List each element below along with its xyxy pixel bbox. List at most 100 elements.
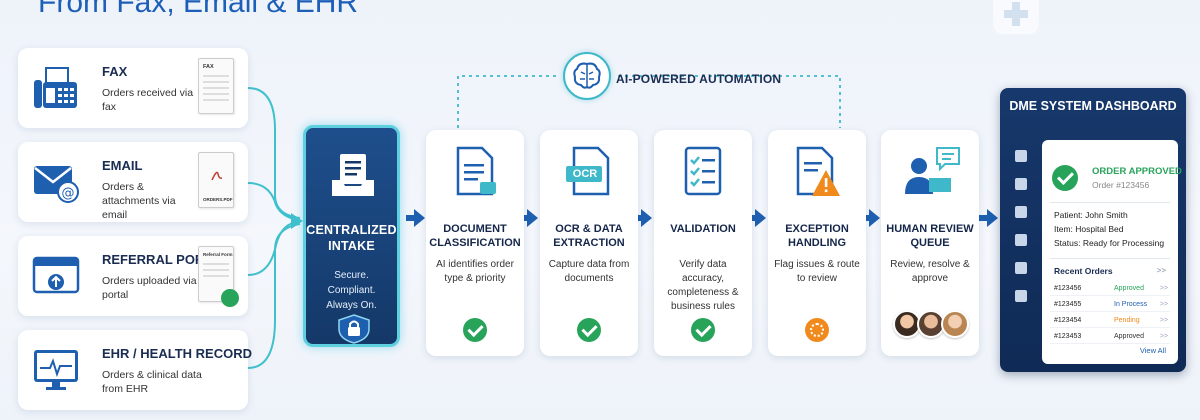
order-number: Order #123456: [1092, 180, 1150, 190]
check-icon: [577, 318, 601, 342]
document-thumbnail: FAX: [198, 58, 234, 114]
ai-brain-icon: [563, 52, 611, 100]
step-exception-handling: EXCEPTION HANDLING Flag issues & route t…: [768, 130, 866, 356]
status-badge: ORDER APPROVED: [1092, 166, 1182, 177]
gear-icon[interactable]: [1015, 290, 1027, 302]
flow-arrow: [747, 209, 766, 227]
document-label: ORDERS.PDF: [203, 197, 233, 202]
source-email: @ EMAIL Orders & attachments via email O…: [18, 142, 248, 222]
ai-automation-label: AI-POWERED AUTOMATION: [616, 72, 782, 86]
users-icon[interactable]: [1015, 206, 1027, 218]
recent-orders-title: Recent Orders: [1054, 266, 1113, 276]
envelope-icon: @: [34, 166, 79, 203]
recent-more-link[interactable]: >>: [1156, 266, 1166, 275]
check-icon: [221, 289, 239, 307]
warning-status-icon: [805, 318, 829, 342]
ocr-document-icon: [566, 146, 610, 196]
order-id: #123454: [1054, 317, 1082, 324]
flow-arrow: [633, 209, 652, 227]
monitor-heartbeat-icon: [34, 350, 78, 390]
step-desc: Flag issues & route to review: [774, 259, 860, 284]
avatar: [893, 310, 921, 338]
order-status: Approved: [1114, 285, 1144, 292]
intake-desc: Secure. Compliant. Always On.: [326, 270, 377, 311]
step-title: DOCUMENT CLASSIFICATION: [429, 223, 521, 249]
check-icon: [463, 318, 487, 342]
document-thumbnail: ORDERS.PDF: [198, 152, 234, 208]
intake-title: CENTRALIZED INTAKE: [306, 223, 397, 253]
step-title: OCR & DATA EXTRACTION: [553, 223, 625, 249]
source-title: EMAIL: [102, 158, 143, 173]
step-ocr-extraction: OCR OCR & DATA EXTRACTION Capture data f…: [540, 130, 638, 356]
step-desc: Capture data from documents: [548, 259, 630, 284]
step-validation: VALIDATION Verify data accuracy, complet…: [654, 130, 752, 356]
step-human-review: HUMAN REVIEW QUEUE Review, resolve & app…: [881, 130, 979, 356]
order-status: Approved: [1114, 333, 1144, 340]
step-document-classification: DOCUMENT CLASSIFICATION AI identifies or…: [426, 130, 524, 356]
order-status: Pending: [1114, 317, 1140, 324]
centralized-intake-card: CENTRALIZED INTAKE Secure. Compliant. Al…: [303, 125, 400, 347]
source-title: REFERRAL PORTAL: [102, 252, 229, 267]
shield-lock-icon: [338, 314, 370, 344]
document-label: Referral Form: [203, 252, 233, 257]
order-id: #123453: [1054, 333, 1082, 340]
intake-tray-icon: [332, 154, 374, 196]
check-icon: [691, 318, 715, 342]
reviewer-avatars: [893, 310, 969, 342]
table-row[interactable]: #123454 Pending >>: [1050, 314, 1170, 328]
flow-arrow: [406, 209, 425, 227]
reviewer-chat-icon: [905, 147, 960, 194]
source-desc: Orders received via fax: [102, 87, 194, 113]
step-title: EXCEPTION HANDLING: [785, 223, 849, 249]
source-fax: FAX Orders received via fax FAX: [18, 48, 248, 128]
avatar: [941, 310, 969, 338]
source-desc: Orders & clinical data from EHR: [102, 369, 202, 395]
dashboard-sidebar: [1010, 150, 1032, 318]
item-field: Item: Hospital Bed: [1054, 224, 1124, 234]
source-referral-portal: REFERRAL PORTAL Orders uploaded via port…: [18, 236, 248, 316]
row-more-link[interactable]: >>: [1159, 333, 1168, 340]
document-icon: [456, 146, 496, 196]
order-id: #123455: [1054, 301, 1082, 308]
svg-text:@: @: [62, 186, 75, 201]
checklist-icon: [684, 146, 722, 196]
portal-upload-icon: [32, 256, 80, 294]
flow-arrow: [979, 209, 998, 227]
pdf-icon: [211, 171, 223, 181]
row-more-link[interactable]: >>: [1159, 285, 1168, 292]
table-row[interactable]: #123453 Approved >>: [1050, 330, 1170, 344]
warning-document-icon: [796, 146, 840, 196]
flow-arrow: [861, 209, 880, 227]
dashboard-title: DME SYSTEM DASHBOARD: [1009, 99, 1177, 113]
order-status: In Process: [1114, 301, 1148, 308]
table-row[interactable]: #123456 Approved >>: [1050, 282, 1170, 296]
check-icon: [1052, 165, 1078, 191]
view-all-link[interactable]: View All: [1139, 346, 1166, 355]
status-field: Status: Ready for Processing: [1054, 238, 1165, 248]
flow-arrow: [519, 209, 538, 227]
bar-chart-icon[interactable]: [1015, 262, 1027, 274]
page-title: From Fax, Email & EHR: [38, 0, 359, 19]
dme-dashboard: DME SYSTEM DASHBOARD ORDER APPROVED Orde…: [1000, 88, 1186, 372]
step-title: HUMAN REVIEW QUEUE: [886, 223, 974, 249]
patient-field: Patient: John Smith: [1054, 210, 1128, 220]
clipboard-icon[interactable]: [1015, 178, 1027, 190]
row-more-link[interactable]: >>: [1159, 317, 1168, 324]
step-title: VALIDATION: [670, 223, 736, 235]
row-more-link[interactable]: >>: [1159, 301, 1168, 308]
source-title: EHR / HEALTH RECORD: [102, 346, 252, 361]
box-icon[interactable]: [1015, 234, 1027, 246]
dashboard-panel: ORDER APPROVED Order #123456 Patient: Jo…: [1042, 140, 1182, 364]
document-label: FAX: [203, 64, 214, 70]
document-thumbnail: Referral Form: [198, 246, 239, 307]
step-desc: Verify data accuracy, completeness & bus…: [667, 259, 739, 312]
fax-machine-icon: [34, 67, 77, 108]
home-icon[interactable]: [1015, 150, 1027, 162]
step-desc: AI identifies order type & priority: [436, 259, 514, 284]
source-desc: Orders & attachments via email: [102, 181, 176, 221]
order-id: #123456: [1054, 285, 1082, 292]
table-row[interactable]: #123455 In Process >>: [1050, 298, 1170, 312]
source-desc: Orders uploaded via portal: [102, 275, 197, 301]
source-ehr: EHR / HEALTH RECORD Orders & clinical da…: [18, 330, 252, 410]
source-title: FAX: [102, 64, 128, 79]
